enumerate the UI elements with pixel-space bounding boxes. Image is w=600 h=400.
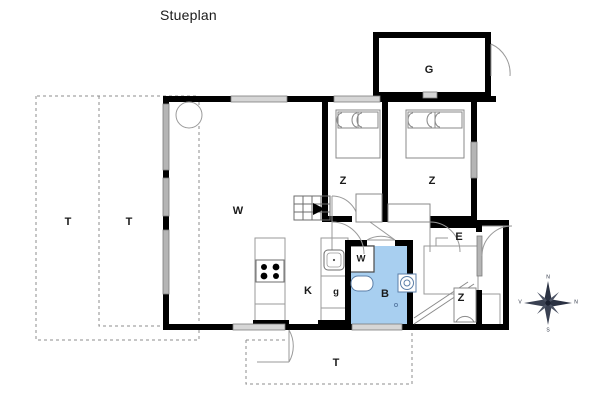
window-left-upper xyxy=(162,103,170,171)
room-label-utility-small: g xyxy=(333,287,339,298)
compass-label-west: V xyxy=(518,299,522,305)
wood-stove-icon xyxy=(175,101,203,129)
room-label-living-room: W xyxy=(233,205,244,217)
room-label-bedroom-left: Z xyxy=(340,175,347,187)
compass-label-east: N xyxy=(574,299,578,305)
window-top-bedroom xyxy=(333,95,381,103)
bed-left-icon xyxy=(335,109,381,159)
window-bottom-kitchen xyxy=(232,323,286,331)
fixtures xyxy=(175,101,477,325)
room-label-bedroom-lower-right: Z xyxy=(458,292,465,304)
compass-se-point xyxy=(548,303,559,314)
stove-hob-icon xyxy=(255,259,285,283)
compass-label-north: N xyxy=(546,274,550,280)
room-label-terrace-bottom: T xyxy=(333,357,340,369)
terrace-inner-left-outline xyxy=(98,96,199,327)
room-label-bedroom-right: Z xyxy=(429,175,436,187)
closet-left-icon xyxy=(355,193,383,223)
room-label-wardrobe: W xyxy=(357,254,366,265)
doors xyxy=(257,43,513,363)
entry-partition xyxy=(424,237,448,247)
shower-drain-icon xyxy=(397,273,417,293)
stair-lower-right-icon xyxy=(413,281,477,325)
room-label-bathroom: B xyxy=(381,288,389,300)
window-bottom-bathroom xyxy=(351,323,403,331)
compass-label-south: S xyxy=(546,327,550,333)
windows xyxy=(162,91,483,331)
window-right-entry xyxy=(476,235,483,277)
stair-main-icon xyxy=(293,195,331,221)
compass-west-point xyxy=(524,299,548,307)
window-garage xyxy=(422,91,438,99)
stair-direction-arrow-icon xyxy=(313,203,325,215)
compass-sw-point xyxy=(537,303,548,314)
page-title: Stueplan xyxy=(160,7,217,23)
compass-nw-point xyxy=(537,292,548,303)
compass-center xyxy=(545,300,551,306)
window-left-mid xyxy=(162,177,170,217)
room-label-entry: E xyxy=(455,231,462,243)
kitchen-sink-icon xyxy=(323,249,345,271)
compass-east-point xyxy=(548,299,572,307)
room-labels: T T W K g W B Z Z Z E G T xyxy=(65,64,465,369)
window-right-bedroom xyxy=(470,141,478,179)
terrace-bottom-outline xyxy=(245,331,413,385)
floor-drain-icon xyxy=(393,302,399,308)
compass-south-point xyxy=(544,303,552,325)
compass-rose: N S N V xyxy=(518,274,578,333)
window-top-living xyxy=(230,95,288,103)
closet-right-icon xyxy=(387,203,431,223)
room-label-terrace-inner-left: T xyxy=(126,216,133,228)
compass-ne-point xyxy=(548,292,559,303)
room-label-kitchen: K xyxy=(304,285,312,297)
bed-right-icon xyxy=(405,109,465,159)
compass-north-point xyxy=(544,281,552,303)
room-label-garage: G xyxy=(425,64,434,76)
window-left-lower xyxy=(162,229,170,295)
terrace-outer-left-outline xyxy=(35,95,200,341)
room-label-terrace-outer-left: T xyxy=(65,216,72,228)
structural-walls xyxy=(163,32,509,330)
bathtub-icon xyxy=(350,275,374,292)
